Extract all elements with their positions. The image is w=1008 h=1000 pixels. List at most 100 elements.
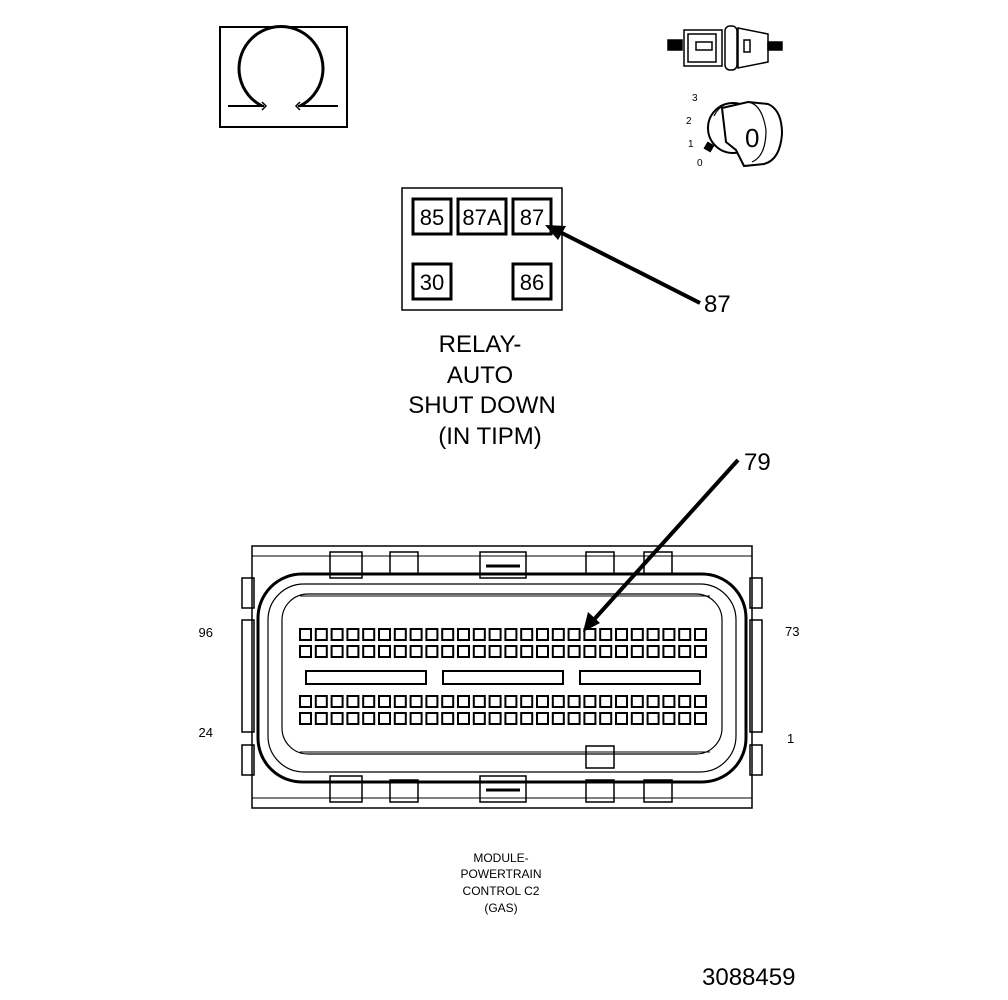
relay-title-line: SHUT DOWN [408,392,556,419]
pin-cavity [678,712,692,725]
pin-cavity [583,628,597,641]
pin-cavity [551,645,565,658]
connector-pin-label: 24 [199,725,213,740]
pin-cavity [536,628,549,641]
pin-cavity [346,645,360,658]
relay-pin-label: 86 [520,270,544,295]
pin-cavity [330,628,344,641]
relay-pin-label: 87A [462,205,501,230]
pin-cavity [551,712,565,725]
relay-block: 85 87A 87 30 86 [401,187,563,311]
pin-cavity [504,645,518,658]
pin-cavity [583,645,597,658]
pin-cavity [314,645,328,658]
pin-cavity [393,645,407,658]
connector-title-line: CONTROL C2 [463,884,540,898]
connector-title-line: MODULE- [473,851,528,865]
pin-cavity [362,695,376,708]
pin-cavity [378,712,391,725]
pin-cavity [362,628,376,641]
pin-cavity [583,712,597,725]
relay-pin: 87 [511,197,553,236]
pin-cavity [409,645,423,658]
pin-cavity [441,695,455,708]
pin-cavity [346,695,360,708]
pin-cavity [314,695,328,708]
relay-pin: 87A [456,197,508,236]
pin-cavity [504,712,518,725]
pin-cavity [567,628,581,641]
relay-title-line: RELAY- [439,331,522,358]
pin-cavity [520,695,534,708]
pin-cavity [536,712,549,725]
pin-cavity [646,695,660,708]
pin-cavity [378,628,391,641]
ignition-position-label: 3 [692,93,698,104]
pin-cavity [409,695,423,708]
pin-cavity [599,712,613,725]
pin-cavity [457,628,470,641]
pin-cavity [630,712,644,725]
pin-cavity [615,645,628,658]
pin-cavity [615,695,628,708]
relay-title: RELAY- AUTO SHUT DOWN (IN TIPM) [408,331,556,450]
pin-cavity [472,695,486,708]
pin-cavity [346,628,360,641]
pin-cavity [330,712,344,725]
pin-cavity [378,695,391,708]
pin-cavity [567,645,581,658]
pin-cavity [599,628,613,641]
connector-callout-label: 79 [744,449,771,476]
pin-cavity [694,645,707,658]
pin-cavity [299,645,312,658]
pin-cavity [488,628,502,641]
pin-cavity [330,645,344,658]
pin-cavity [425,628,439,641]
pin-cavity [314,712,328,725]
ignition-position-label: 2 [686,116,692,127]
pin-cavity [362,645,376,658]
relay-pin: 86 [511,262,553,301]
pin-cavity [662,645,676,658]
pin-cavity [583,695,597,708]
relay-pin-label: 30 [420,270,444,295]
pcm-connector [241,545,763,809]
pin-cavity [299,628,312,641]
pin-cavity [520,712,534,725]
connector-title-line: (GAS) [484,901,517,915]
pin-cavity [694,695,707,708]
relay-pin: 30 [411,262,453,301]
relay-pin-label: 85 [420,205,444,230]
pin-cavity [678,695,692,708]
pin-cavity [630,628,644,641]
pin-cavity [662,628,676,641]
connector-plug-icon [667,25,783,71]
relay-title-line: AUTO [447,362,513,389]
pin-cavity [425,695,439,708]
pcm-connector-pin-grid [299,628,707,725]
ignition-key-label: 0 [745,123,759,153]
pin-cavity [393,695,407,708]
pin-cavity [646,628,660,641]
pin-cavity [694,628,707,641]
ignition-switch-icon: 0 3 2 1 0 [686,93,784,169]
pin-cavity [362,712,376,725]
pin-cavity [694,712,707,725]
pin-cavity [346,712,360,725]
pin-cavity [536,695,549,708]
pin-cavity [630,645,644,658]
pin-cavity [488,712,502,725]
pin-cavity [330,695,344,708]
pin-cavity [441,628,455,641]
connector-pin-label: 96 [199,625,213,640]
pin-cavity [425,712,439,725]
pin-cavity [393,712,407,725]
pin-cavity [678,645,692,658]
pin-cavity [378,645,391,658]
pin-cavity [457,645,470,658]
pin-cavity [646,712,660,725]
connector-pin-label: 73 [785,624,799,639]
ohm-symbol-icon [219,25,348,128]
connector-title: MODULE- POWERTRAIN CONTROL C2 (GAS) [460,851,541,915]
